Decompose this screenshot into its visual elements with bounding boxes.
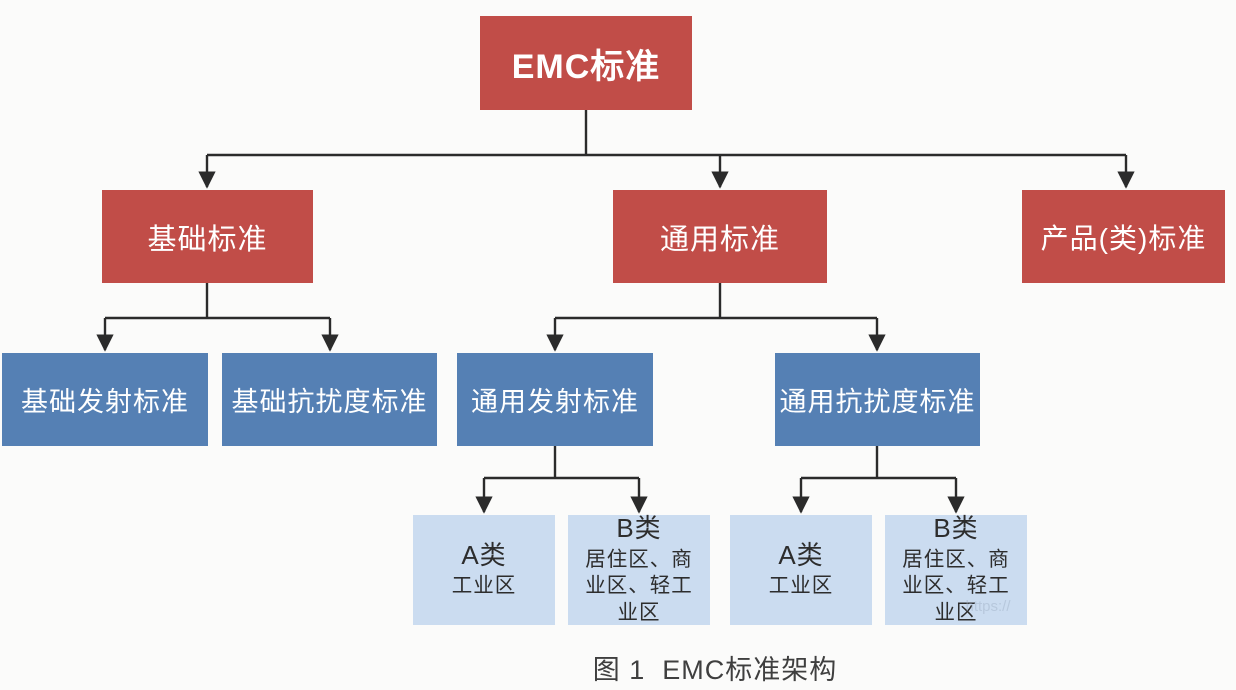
class-b-title: B类	[616, 513, 662, 544]
class-b-title: B类	[933, 513, 979, 544]
node-class-b-emission: B类 居住区、商业区、轻工业区	[568, 513, 710, 625]
node-emc-standard: EMC标准	[480, 16, 692, 110]
node-product-class-standard: 产品(类)标准	[1022, 190, 1225, 283]
class-a-title: A类	[461, 540, 507, 571]
class-b-subtitle: 居住区、商业区、轻工业区	[585, 547, 693, 624]
node-basic-emission-standard: 基础发射标准	[2, 353, 208, 446]
node-class-b-immunity: B类 居住区、商业区、轻工业区	[885, 513, 1027, 625]
node-class-a-immunity: A类 工业区	[730, 515, 872, 625]
node-class-a-emission: A类 工业区	[413, 515, 555, 625]
node-basic-standard: 基础标准	[102, 190, 313, 283]
node-generic-standard: 通用标准	[613, 190, 827, 283]
class-a-subtitle: 工业区	[451, 574, 517, 598]
figure-caption: 图 1 EMC标准架构	[592, 655, 838, 685]
class-a-subtitle: 工业区	[768, 574, 834, 598]
watermark-text: https://	[965, 598, 1011, 615]
node-basic-immunity-standard: 基础抗扰度标准	[222, 353, 437, 446]
class-b-subtitle: 居住区、商业区、轻工业区	[902, 547, 1010, 624]
class-a-title: A类	[778, 540, 824, 571]
node-generic-emission-standard: 通用发射标准	[457, 353, 653, 446]
node-generic-immunity-standard: 通用抗扰度标准	[775, 353, 980, 446]
